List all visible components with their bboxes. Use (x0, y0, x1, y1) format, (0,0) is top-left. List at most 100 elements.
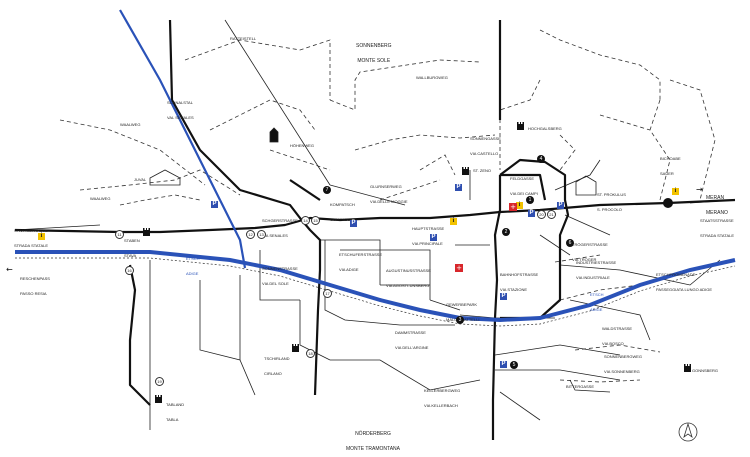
street-label: ETSCHUFERSTRASSE (339, 252, 383, 257)
place-label-it: VAL SENALES (167, 115, 194, 120)
street-label-it: PASSEGGIATA LUNGO ADIGE (656, 287, 713, 292)
street-wallburgweg: WALLBURGWEG (416, 75, 448, 80)
place-staben: STABEN STAVA (124, 228, 140, 263)
street-label: STAATSSTRASSE (14, 228, 48, 233)
street-label-it: STRADA STATALE (700, 233, 735, 238)
poi-marker-1[interactable]: 1 (526, 196, 534, 204)
street-label-it: VIA STAZIONE (500, 287, 528, 292)
street-trogerstrasse: TRÖGERSTRASSE VIA TROGER (572, 232, 608, 267)
castle-icon (517, 122, 524, 130)
info-icon[interactable]: i (672, 188, 679, 195)
street-label-it: VIA AGOSTI-UNSBERG (386, 283, 430, 288)
place-label: TABLAND (166, 402, 185, 407)
poi-marker-2[interactable]: 2 (502, 228, 510, 236)
info-icon[interactable]: i (450, 218, 457, 225)
street-label: WALDSTRASSE (602, 326, 633, 331)
castle-icon (462, 167, 469, 175)
secondary-roads (14, 19, 736, 430)
parking-icon[interactable]: P (500, 293, 507, 300)
street-sonnenstrasse: SONNENSTRASSE VIA DEL SOLE (262, 256, 298, 291)
street-bittergasse: BITTERGASSE (566, 384, 595, 389)
poi-marker-11[interactable]: 11 (115, 230, 124, 239)
poi-marker-16[interactable]: 16 (125, 266, 134, 275)
parking-icon[interactable]: P (557, 202, 564, 209)
street-hauptstrasse: HAUPTSTRASSE VIA PRINCIPALE (412, 216, 444, 251)
info-icon[interactable]: i (516, 202, 523, 209)
poi-marker-15[interactable]: 15 (311, 216, 320, 225)
church-icon (149, 127, 597, 196)
poi-marker-4[interactable]: 4 (537, 155, 545, 163)
poi-marker-5[interactable]: 5 (510, 361, 518, 369)
street-st-prokulus: ST. PROKULUS S. PROCOLO (597, 182, 626, 217)
place-schnalstal: SCHNALSTAL VAL SENALES (167, 90, 194, 125)
street-label: ST. PROKULUS (597, 192, 626, 197)
street-label: FELDGASSE (510, 176, 535, 181)
poi-marker-18[interactable]: 18 (306, 349, 315, 358)
parking-icon[interactable]: P (528, 210, 535, 217)
street-label-it: S. PROCOLO (597, 207, 622, 212)
parking-icon[interactable]: P (350, 220, 357, 227)
main-roads (14, 19, 736, 440)
place-label: TSCHIRLAND (264, 356, 290, 361)
river (15, 9, 736, 327)
poi-marker-7[interactable]: 7 (323, 186, 331, 194)
street-staatsstrasse-e: STAATSSTRASSE STRADA STATALE (700, 208, 734, 243)
street-reschenpass: RESCHENPASS PASSO RESIA (20, 266, 50, 301)
street-sonsweg: SONNENGASSE VIA CASTELLO (470, 126, 501, 161)
street-label: GLURNSERWEG (370, 184, 402, 189)
street-gewerbe: GEWERBEPARK MALON BATTELLI (446, 292, 480, 327)
place-label: SCHNALSTAL (167, 100, 193, 105)
street-label: SCHGERSTRASSE (262, 218, 298, 223)
place-nordenberg: NÖRDERBERG MONTE TRAMONTANA (346, 422, 400, 457)
street-label-it: VIA DEI CAMPI (510, 191, 538, 196)
street-meran: MERAN MERANO (706, 186, 728, 221)
street-schgerstrasse: SCHGERSTRASSE VIA SENALES (262, 208, 298, 243)
poi-marker-19[interactable]: 19 (155, 377, 164, 386)
junction-dot (663, 198, 673, 208)
poi-marker-12[interactable]: 12 (246, 230, 255, 239)
castle-icon (684, 364, 691, 372)
street-ratteistell: RATTEISTELL (230, 36, 257, 41)
parking-icon[interactable]: P (430, 234, 437, 241)
poi-marker-17[interactable]: 17 (323, 289, 332, 298)
parking-icon[interactable]: P (455, 184, 462, 191)
west-arrow-icon: ← (6, 265, 13, 274)
street-etschuferstrasse: ETSCHUFERSTRASSE VIA ADIGE (339, 242, 382, 277)
street-label: INDUSTRIESTRASSE (576, 260, 617, 265)
street-bahnhofstrasse: BAHNHOFSTRASSE VIA STAZIONE (500, 262, 538, 297)
street-label: SONNENGASSE (470, 136, 501, 141)
street-label: STAATSSTRASSE (700, 218, 734, 223)
place-label-it: STAVA (124, 253, 137, 258)
poi-marker-20[interactable]: 20 (537, 210, 546, 219)
hospital-icon[interactable]: + (455, 264, 463, 272)
place-label-it: CIRLANO (264, 371, 282, 376)
trails (59, 29, 716, 383)
poi-marker-14[interactable]: 14 (301, 216, 310, 225)
info-icon[interactable]: i (38, 233, 45, 240)
street-label: SONNENSTRASSE (262, 266, 298, 271)
street-label-it: VIA SENALES (262, 233, 288, 238)
street-sonnenbergweg: SONNENBERGWEG VIA SONNENBERG (604, 344, 642, 379)
street-label: MERAN (706, 195, 725, 201)
street-label-it: VIA TROGER (572, 257, 597, 262)
parking-icon[interactable]: P (211, 201, 218, 208)
street-label-it: VIA INDUSTRIALE (576, 275, 610, 280)
hospital-icon[interactable]: + (509, 203, 517, 211)
place-label-it: MONTE TRAMONTANA (346, 446, 400, 452)
street-label: KELLERBERGWEG (424, 388, 461, 393)
poi-marker-21[interactable]: 21 (547, 210, 556, 219)
poi-marker-6[interactable]: 6 (566, 239, 574, 247)
place-label: NÖRDERBERG (355, 431, 391, 437)
place-sonnenberg: SONNENBERG MONTE SOLE (356, 34, 392, 69)
street-augustinus: AUGUSTINUSSTRASSE VIA AGOSTI-UNSBERG (386, 258, 431, 293)
street-label-it: VIA KELLERBACH (424, 403, 458, 408)
parking-icon[interactable]: P (500, 361, 507, 368)
place-label: STABEN (124, 238, 140, 243)
river-label-left: ETSCH ADIGE (186, 246, 200, 281)
poi-marker-3[interactable]: 3 (456, 316, 464, 324)
place-label-it: MONTE SOLE (357, 58, 391, 64)
street-staatsstrasse-w: STAATSSTRASSE STRADA STATALE (14, 218, 48, 253)
street-etschpromenade: ETSCHPROMENADE PASSEGGIATA LUNGO ADIGE (656, 262, 712, 297)
poi-marker-13[interactable]: 13 (257, 230, 266, 239)
